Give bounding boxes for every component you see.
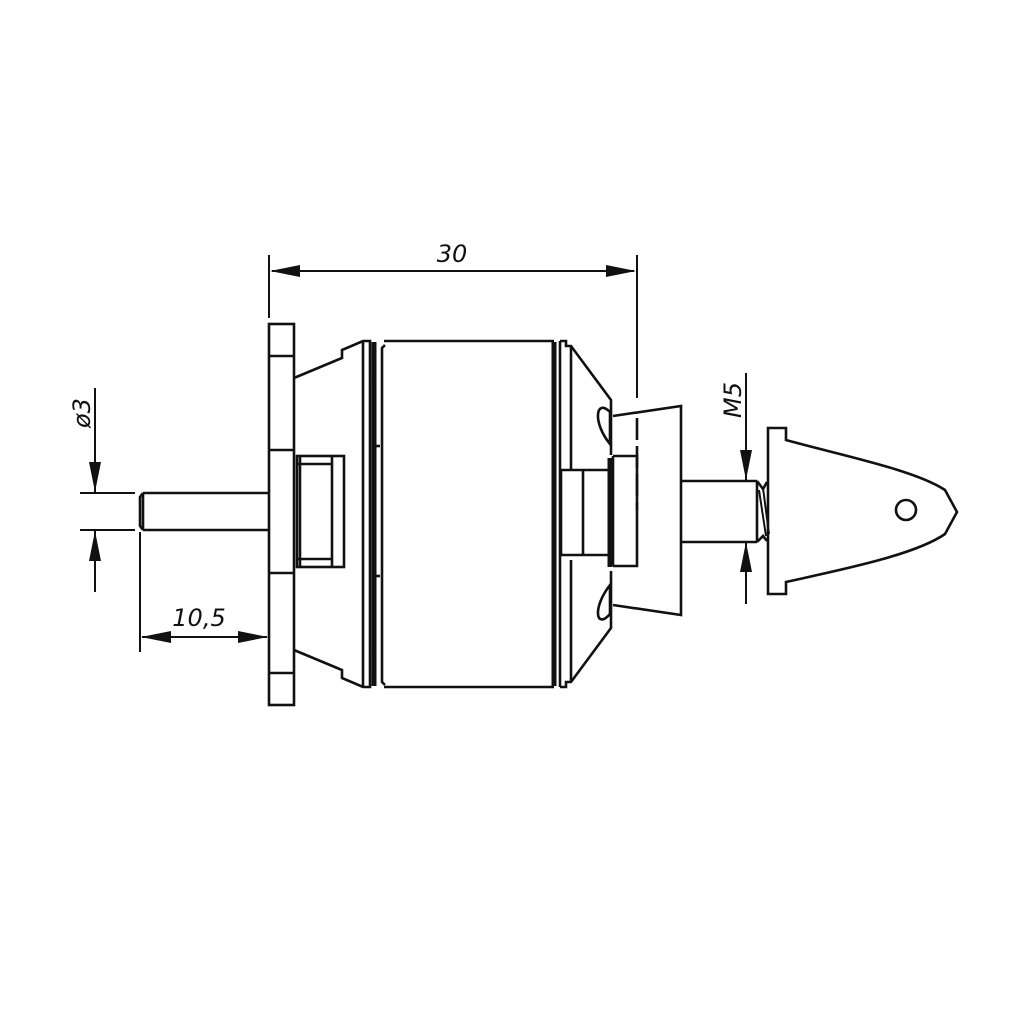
dimension-label-overall: 30	[437, 240, 468, 268]
dimension-overall-length: 30	[268, 240, 638, 398]
dimension-thread: M5	[719, 373, 752, 604]
dimension-label-diameter: ø3	[68, 398, 96, 429]
front-bell	[558, 339, 613, 689]
thread-stud	[681, 479, 770, 544]
dimension-shaft-length: 10,5	[139, 532, 268, 652]
prop-adapter	[611, 404, 683, 617]
spinner-hole	[894, 498, 918, 522]
dimension-shaft-diameter: ø3	[68, 388, 135, 592]
stator-can	[380, 339, 557, 689]
rear-bell	[293, 339, 380, 689]
dimension-label-shaft-length: 10,5	[172, 604, 225, 632]
dimension-label-thread: M5	[719, 382, 747, 418]
rear-shaft	[138, 491, 269, 532]
mount-flange	[267, 322, 296, 707]
spinner-nut	[766, 426, 959, 596]
